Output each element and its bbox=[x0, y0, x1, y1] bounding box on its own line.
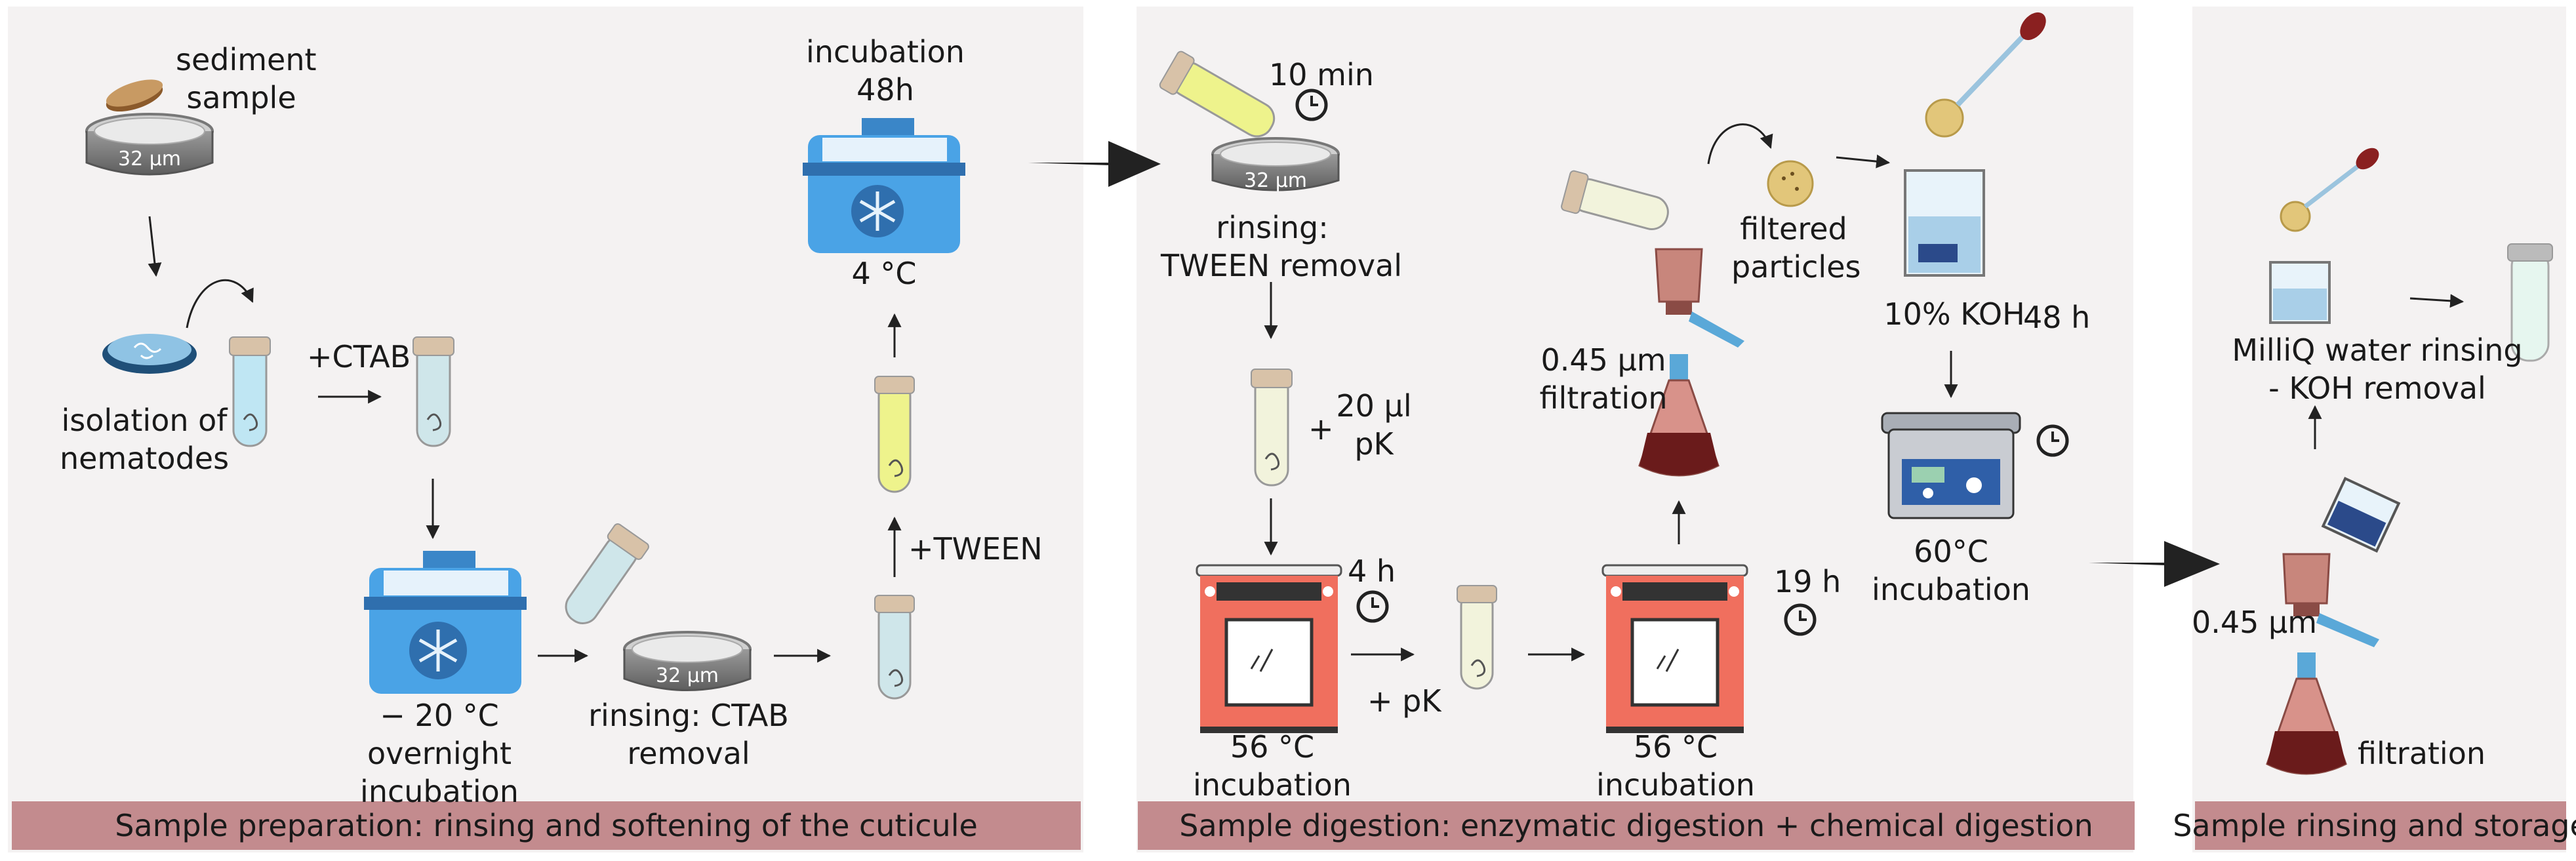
oven-icon bbox=[1196, 564, 1342, 733]
test-tube-icon bbox=[1457, 585, 1497, 690]
petri-dish-icon bbox=[102, 334, 197, 374]
freezer-icon bbox=[364, 551, 527, 694]
label-4h: 4 h bbox=[1348, 553, 1396, 589]
oven-icon bbox=[1601, 564, 1748, 733]
label-4c: 4 °C bbox=[851, 256, 917, 291]
filtration-flask-icon bbox=[1561, 170, 1744, 477]
transition-arrow bbox=[1028, 141, 1161, 187]
label-koh: 10% KOH bbox=[1883, 296, 2025, 332]
sieve-mesh-label: 32 µm bbox=[118, 148, 181, 170]
sediment-sieve-icon bbox=[85, 79, 214, 176]
label-filtration: filtration bbox=[2358, 736, 2486, 771]
label-tween: +TWEEN bbox=[908, 531, 1043, 567]
label-10-min: 10 min bbox=[1269, 57, 1374, 92]
label-plus: + bbox=[1308, 411, 1334, 447]
transition-arrow bbox=[2089, 541, 2220, 587]
beaker-dropper-icon bbox=[2269, 148, 2379, 324]
clock-icon bbox=[2036, 424, 2069, 457]
banner-rinsing-storage: Sample rinsing and storage bbox=[2173, 801, 2576, 850]
label-19h: 19 h bbox=[1774, 564, 1841, 599]
test-tube-icon bbox=[229, 336, 271, 447]
label-milliq-rinsing: MilliQ water rinsing- KOH removal bbox=[2232, 332, 2523, 406]
panel-rinsing-storage bbox=[2192, 7, 2566, 852]
sieve-mesh-label: 32 µm bbox=[1244, 169, 1307, 192]
ultrasonic-bath-icon bbox=[1881, 412, 2021, 519]
test-tube-icon bbox=[874, 376, 915, 493]
filter-disk-icon bbox=[1767, 160, 1814, 207]
test-tube-icon bbox=[874, 595, 915, 700]
label-rinsing-tween: rinsing:TWEEN removal bbox=[1161, 210, 1403, 283]
rinsing-sieve-icon bbox=[565, 523, 752, 691]
test-tube-icon bbox=[1251, 369, 1293, 487]
label-mesh-045: 0.45 µm bbox=[2192, 605, 2318, 640]
label-48h: 48 h bbox=[2023, 300, 2091, 335]
sieve-mesh-label: 32 µm bbox=[656, 664, 719, 687]
clock-icon bbox=[1356, 590, 1389, 623]
beaker-dropper-icon bbox=[1904, 12, 2046, 277]
banner-sample-preparation: Sample preparation: rinsing and softenin… bbox=[12, 801, 1081, 850]
rinsing-sieve-icon bbox=[1159, 50, 1340, 191]
storage-tube-icon bbox=[2507, 243, 2553, 362]
clock-icon bbox=[1784, 603, 1817, 636]
clock-icon bbox=[1295, 89, 1328, 121]
test-tube-icon bbox=[413, 336, 454, 447]
label-plus-pk: + pK bbox=[1367, 683, 1441, 719]
banner-sample-digestion: Sample digestion: enzymatic digestion + … bbox=[1138, 801, 2135, 850]
filtration-flask-icon bbox=[2266, 477, 2401, 775]
refrigerator-icon bbox=[803, 118, 965, 253]
label-ctab: +CTAB bbox=[307, 339, 411, 374]
